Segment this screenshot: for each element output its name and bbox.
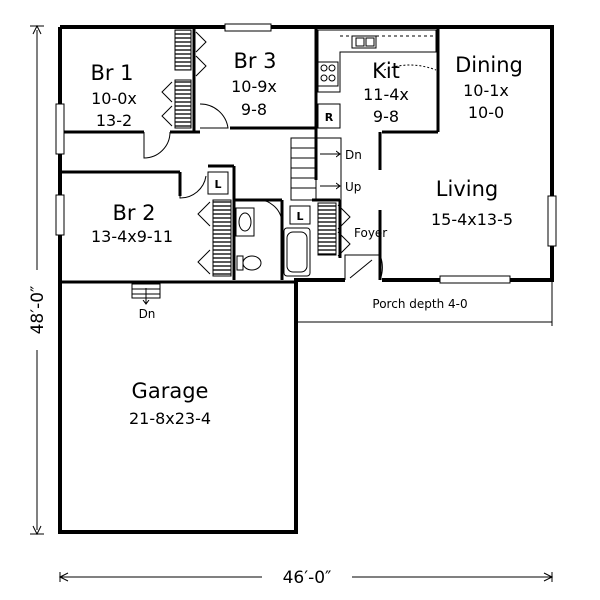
room-dims-br3-line2: 9-8 <box>241 100 267 119</box>
room-dims-dining-line2: 10-0 <box>468 103 504 122</box>
kitchen-range <box>317 61 339 87</box>
room-dims-br1-line1: 10-0x <box>91 89 137 108</box>
toilet <box>242 255 262 271</box>
linen-closet-2 <box>289 205 311 225</box>
closets <box>161 29 351 277</box>
dimension-labels: 46′-0″ 48′-0″ <box>28 286 331 588</box>
linen-closet-2-label: L <box>296 210 303 223</box>
room-dims-br1-line2: 13-2 <box>96 111 132 130</box>
room-labels: Br 1 10-0x 13-2 Br 3 10-9x 9-8 Kit 11-4x… <box>90 49 522 428</box>
room-name-br3: Br 3 <box>233 49 276 73</box>
bathtub <box>283 227 311 277</box>
linen-closet-1 <box>207 171 229 195</box>
porch <box>295 282 553 326</box>
room-dims-garage: 21-8x23-4 <box>129 409 211 428</box>
room-dims-dining-line1: 10-1x <box>463 81 509 100</box>
room-dims-br3-line1: 10-9x <box>231 77 277 96</box>
closet-br1 <box>174 79 192 129</box>
room-dims-kit-line2: 9-8 <box>373 107 399 126</box>
overall-depth-label: 48′-0″ <box>28 286 48 335</box>
garage-down-label: Dn <box>139 307 156 321</box>
room-name-br2: Br 2 <box>112 201 155 225</box>
refrigerator <box>317 103 341 129</box>
garage-steps <box>131 283 161 304</box>
room-name-garage: Garage <box>132 379 209 403</box>
overall-width-label: 46′-0″ <box>283 568 332 588</box>
annotation-labels: Foyer Porch depth 4-0 Dn Up Dn R L L <box>139 111 468 321</box>
stair-up-label: Up <box>345 180 361 194</box>
windows <box>55 23 557 284</box>
vanity <box>235 207 255 237</box>
porch-label: Porch depth 4-0 <box>372 297 467 311</box>
closet-br3 <box>174 29 192 71</box>
room-dims-br2: 13-4x9-11 <box>91 227 173 246</box>
room-name-br1: Br 1 <box>90 61 133 85</box>
room-dims-kit-line1: 11-4x <box>363 85 409 104</box>
closet-br2 <box>212 199 232 277</box>
closet-foyer <box>317 202 337 256</box>
stair-down-label: Dn <box>345 148 362 162</box>
room-dims-living: 15-4x13-5 <box>431 210 513 229</box>
room-name-kit: Kit <box>372 59 400 83</box>
foyer-label: Foyer <box>354 226 387 240</box>
dimension-lines <box>30 24 554 582</box>
kitchen-fixtures <box>317 29 437 129</box>
bath-fixtures <box>207 171 311 277</box>
room-name-dining: Dining <box>455 53 523 77</box>
room-name-living: Living <box>436 177 498 201</box>
staircase <box>290 137 342 201</box>
door-swings <box>143 103 383 281</box>
linen-closet-1-label: L <box>214 178 221 191</box>
refrigerator-label: R <box>325 111 334 124</box>
